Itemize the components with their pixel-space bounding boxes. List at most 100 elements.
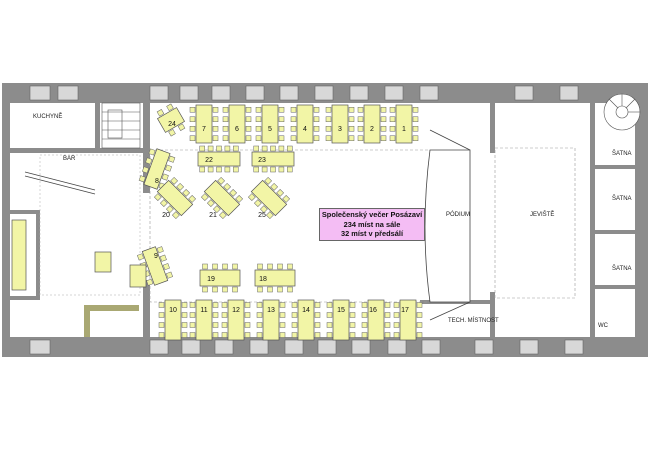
chair xyxy=(158,302,165,308)
foyer-outline xyxy=(39,154,141,296)
chair xyxy=(290,107,297,113)
table-7-chairs xyxy=(189,107,219,141)
chair xyxy=(267,286,273,293)
chair xyxy=(278,116,285,122)
table-5-chairs xyxy=(255,107,285,141)
chair xyxy=(158,312,165,318)
table-4 xyxy=(296,104,314,144)
chair xyxy=(212,126,219,132)
table-20-chairs xyxy=(153,176,197,220)
chair xyxy=(326,322,333,328)
bar-counter xyxy=(24,171,96,195)
chair xyxy=(245,107,252,113)
table-11 xyxy=(195,299,213,341)
chair xyxy=(412,135,419,141)
chair xyxy=(232,286,238,293)
table-number-21: 21 xyxy=(209,212,217,219)
table-19 xyxy=(199,269,241,287)
table-15 xyxy=(332,299,350,341)
chair xyxy=(265,211,274,220)
chair xyxy=(291,322,298,328)
chair xyxy=(287,263,293,270)
chair xyxy=(380,116,387,122)
chair xyxy=(189,322,196,328)
chair xyxy=(279,302,286,308)
table-22 xyxy=(197,151,241,167)
chair xyxy=(136,253,145,261)
chair xyxy=(221,322,228,328)
table-number-19: 19 xyxy=(207,276,215,283)
chair xyxy=(384,312,391,318)
table-19-chairs xyxy=(202,263,238,293)
chair xyxy=(349,322,356,328)
chair xyxy=(233,166,239,173)
chair xyxy=(229,188,238,197)
table-24-chairs xyxy=(156,103,186,137)
chair xyxy=(256,332,263,338)
chair xyxy=(212,312,219,318)
table-22-chairs xyxy=(199,145,239,173)
chair xyxy=(278,166,285,173)
chair xyxy=(212,322,219,328)
table-7 xyxy=(195,104,213,144)
chair xyxy=(165,205,174,214)
table-number-24: 24 xyxy=(168,121,176,128)
chair xyxy=(222,126,229,132)
chair xyxy=(222,116,229,122)
chair xyxy=(158,322,165,328)
table-14 xyxy=(297,299,315,341)
chair xyxy=(357,135,364,141)
chair xyxy=(313,126,320,132)
foyer-strip-v xyxy=(84,305,90,337)
chair xyxy=(357,107,364,113)
chair xyxy=(313,116,320,122)
chair xyxy=(380,135,387,141)
chair xyxy=(145,157,153,165)
stage-area xyxy=(494,147,576,299)
chair xyxy=(189,135,196,141)
chair xyxy=(361,322,368,328)
event-title: Společenský večer Posázaví xyxy=(321,210,423,219)
chair xyxy=(244,332,251,338)
chair xyxy=(279,322,286,328)
chair xyxy=(217,176,226,185)
chair xyxy=(212,205,221,214)
chair xyxy=(164,164,173,172)
table-12 xyxy=(227,299,245,341)
chair xyxy=(270,145,276,152)
room-label-cloakroom-3: ŠATNA xyxy=(612,265,632,272)
chair xyxy=(245,126,252,132)
table-1 xyxy=(395,104,413,144)
table-number-18: 18 xyxy=(259,276,267,283)
event-capacity-hall: 234 míst na sále xyxy=(343,219,401,229)
table-number-10: 10 xyxy=(169,307,177,314)
chair xyxy=(212,332,219,338)
chair xyxy=(255,116,262,122)
chair xyxy=(313,107,320,113)
chair xyxy=(212,116,219,122)
room-label-cloakroom-2: ŠATNA xyxy=(612,195,632,202)
table-number-5: 5 xyxy=(268,126,272,133)
chair xyxy=(245,116,252,122)
table-1-chairs xyxy=(389,107,419,141)
table-number-12: 12 xyxy=(232,307,240,314)
table-16-chairs xyxy=(361,302,391,338)
table-number-20: 20 xyxy=(162,212,170,219)
chair xyxy=(348,107,355,113)
chair xyxy=(416,322,423,328)
chair xyxy=(357,116,364,122)
chair xyxy=(181,322,188,328)
staircase-left xyxy=(101,102,141,149)
table-15-chairs xyxy=(326,302,356,338)
chair xyxy=(314,322,321,328)
chair xyxy=(270,182,279,191)
chair xyxy=(349,302,356,308)
chair xyxy=(181,332,188,338)
chair xyxy=(166,103,174,112)
chair xyxy=(325,107,332,113)
chair xyxy=(244,302,251,308)
chair xyxy=(255,107,262,113)
chair xyxy=(189,332,196,338)
table-8-chairs xyxy=(138,148,176,190)
